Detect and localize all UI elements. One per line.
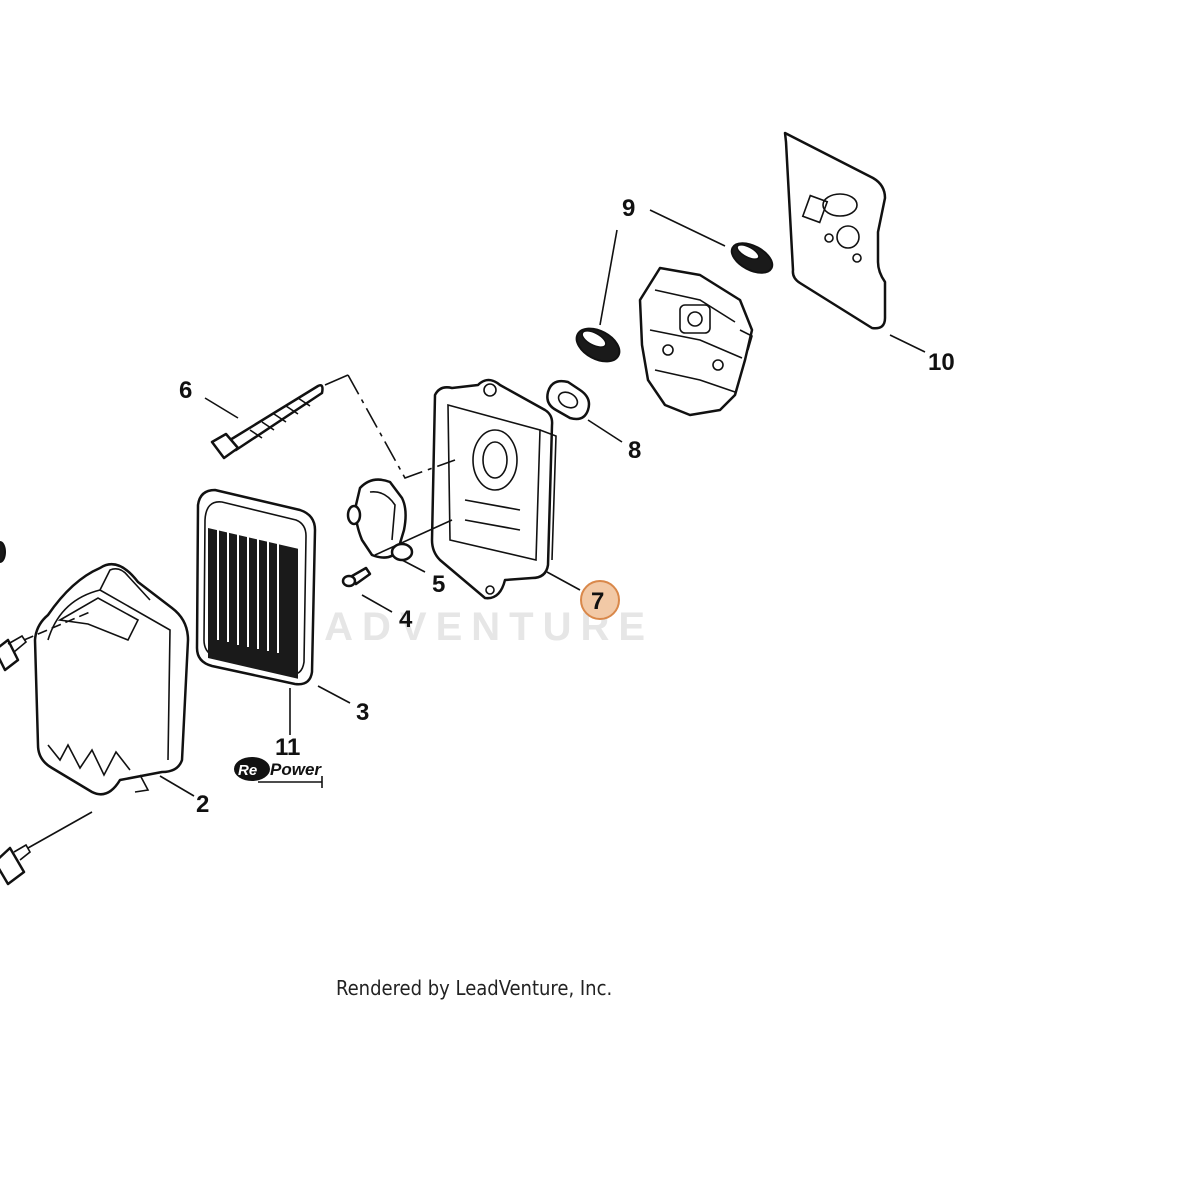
- callout-11[interactable]: 11: [275, 734, 300, 761]
- callout-4[interactable]: 4: [399, 606, 413, 633]
- callout-9[interactable]: 9: [622, 195, 635, 222]
- breather-part-5[interactable]: [346, 478, 414, 562]
- leader-lines: [23, 209, 926, 849]
- repower-badge: Re Power: [234, 757, 322, 781]
- callout-7[interactable]: 7: [591, 588, 604, 615]
- boot-part-9-lower[interactable]: [571, 322, 625, 368]
- repower-badge-prefix: Re: [238, 762, 257, 779]
- knob-screw-lower[interactable]: [0, 843, 32, 886]
- callout-8[interactable]: 8: [628, 437, 641, 464]
- bolt-part-6[interactable]: [210, 384, 324, 460]
- credit-text: Rendered by LeadVenture, Inc.: [336, 976, 612, 1000]
- gasket-part-8[interactable]: [546, 379, 591, 421]
- watermark-text: LEADVENTURE: [255, 605, 654, 649]
- callout-3[interactable]: 3: [356, 699, 369, 726]
- knob-screw-upper[interactable]: [0, 634, 28, 672]
- callout-7-highlight: [580, 580, 620, 620]
- air-filter-cover-part-2[interactable]: [33, 563, 190, 796]
- air-filter-part-3[interactable]: [195, 488, 317, 686]
- gasket-part-10[interactable]: [783, 131, 887, 330]
- knob-edge-top: [0, 541, 6, 563]
- carburetor-part[interactable]: [638, 266, 754, 417]
- boot-part-9-upper[interactable]: [727, 237, 777, 279]
- screw-part-4[interactable]: [341, 566, 372, 588]
- repower-badge-suffix: Power: [270, 760, 322, 779]
- air-filter-base-part-7[interactable]: [430, 378, 557, 600]
- callout-5[interactable]: 5: [432, 571, 445, 598]
- callout-6[interactable]: 6: [179, 377, 192, 404]
- callout-10[interactable]: 10: [928, 349, 955, 376]
- callout-2[interactable]: 2: [196, 791, 209, 818]
